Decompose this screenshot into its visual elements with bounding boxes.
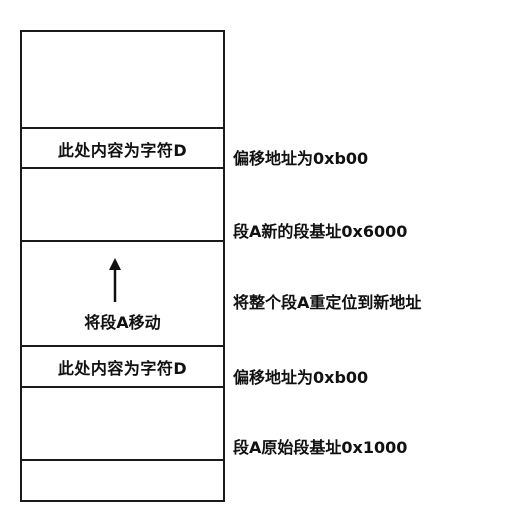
new-base-address-label: 段A新的段基址0x6000 [233,222,408,241]
lower-char-cell-text: 此处内容为字符D [57,359,188,378]
up-arrow-icon [109,258,121,302]
lower-offset-label: 偏移地址为0xb00 [233,368,369,387]
new-segment-base-line [22,240,223,242]
upper-char-cell-top-line [22,127,223,129]
upper-char-cell-bottom-line [22,167,223,169]
lower-char-cell-bottom-line [22,386,223,388]
upper-char-cell-text: 此处内容为字符D [57,141,188,160]
upper-offset-label: 偏移地址为0xb00 [233,149,369,168]
original-base-address-label: 段A原始段基址0x1000 [233,438,408,457]
original-segment-base-line [22,459,223,461]
move-segment-label: 将段A移动 [84,313,161,332]
relocate-segment-label: 将整个段A重定位到新地址 [233,293,422,312]
memory-column: 此处内容为字符D 此处内容为字符D [20,30,225,502]
lower-char-cell-top-line [22,345,223,347]
